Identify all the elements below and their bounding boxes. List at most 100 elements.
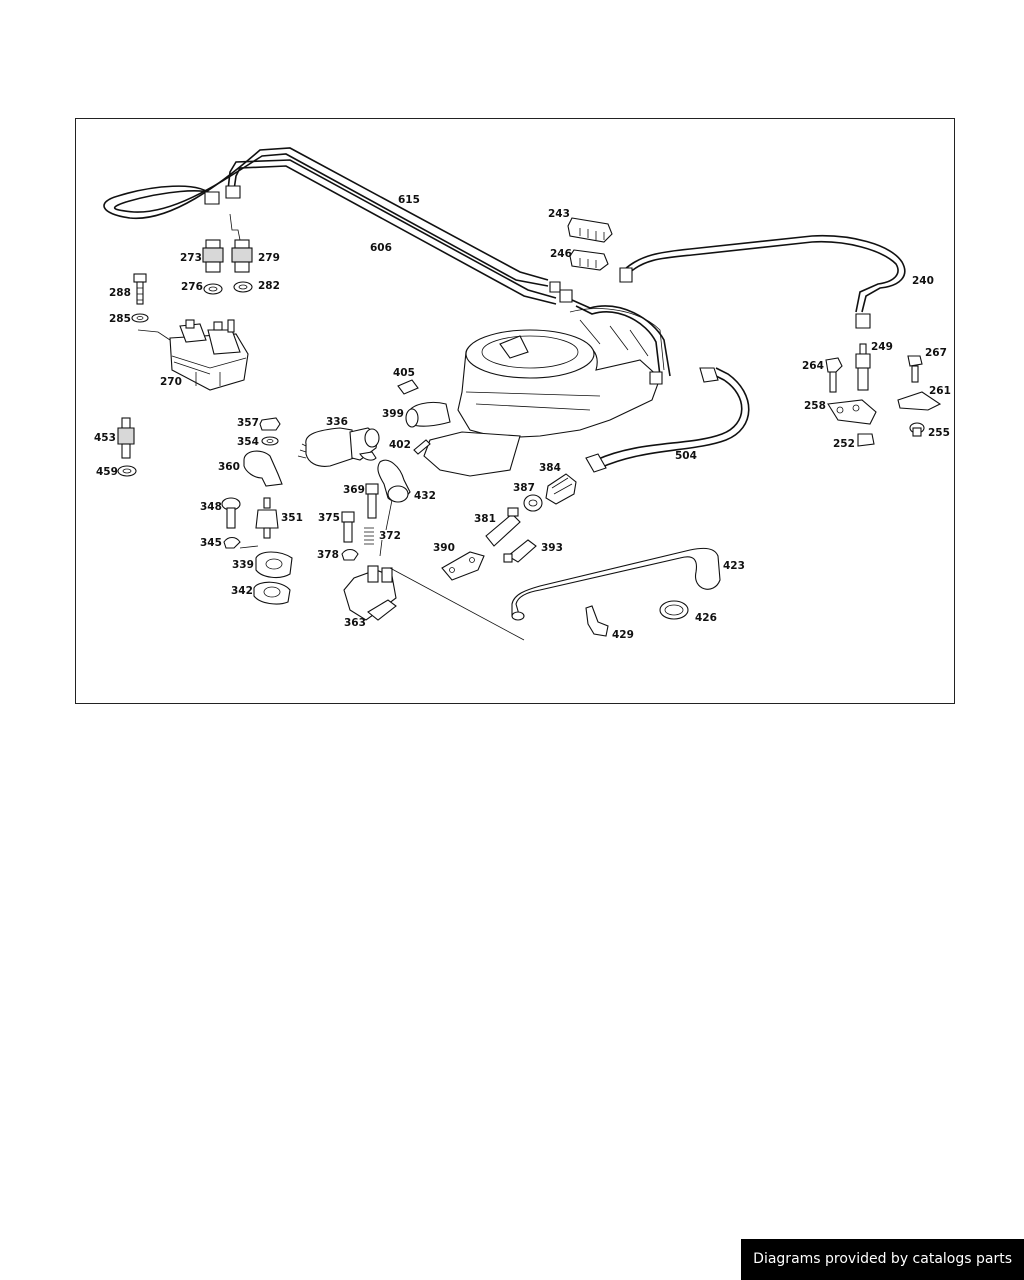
label-342: 342 — [231, 585, 253, 597]
washer-459 — [117, 465, 137, 477]
label-261: 261 — [929, 385, 951, 397]
label-339: 339 — [232, 559, 254, 571]
bolt-375 — [341, 511, 355, 543]
hose-432 — [377, 459, 411, 503]
label-240: 240 — [912, 275, 934, 287]
label-288: 288 — [109, 287, 131, 299]
label-246: 246 — [550, 248, 572, 260]
leader-line — [239, 545, 259, 549]
bolt-348 — [221, 497, 241, 529]
elbow-399 — [405, 401, 451, 428]
label-399: 399 — [382, 408, 404, 420]
label-384: 384 — [539, 462, 561, 474]
label-336: 336 — [326, 416, 348, 428]
injector-381 — [485, 507, 521, 547]
label-615: 615 — [398, 194, 420, 206]
bracket-390 — [441, 551, 485, 581]
regulator-270 — [169, 319, 249, 391]
label-393: 393 — [541, 542, 563, 554]
plate-258 — [827, 399, 877, 425]
label-432: 432 — [414, 490, 436, 502]
label-606: 606 — [370, 242, 392, 254]
label-429: 429 — [612, 629, 634, 641]
washer-354 — [261, 436, 279, 446]
label-264: 264 — [802, 360, 824, 372]
label-360: 360 — [218, 461, 240, 473]
line-nut-left — [204, 185, 241, 205]
valve-393 — [503, 539, 537, 563]
valve-384 — [545, 473, 577, 505]
label-249: 249 — [871, 341, 893, 353]
fuel-line-615 — [103, 147, 557, 305]
label-276: 276 — [181, 281, 203, 293]
label-426: 426 — [695, 612, 717, 624]
label-405: 405 — [393, 367, 415, 379]
washer-285 — [131, 313, 149, 323]
washer-387 — [523, 494, 543, 512]
gasket-342 — [253, 581, 291, 605]
label-348: 348 — [200, 501, 222, 513]
fuel-line-504 — [585, 367, 750, 473]
label-381: 381 — [474, 513, 496, 525]
washer-282 — [233, 281, 253, 293]
washer-276 — [203, 283, 223, 295]
label-504: 504 — [675, 450, 697, 462]
label-351: 351 — [281, 512, 303, 524]
clip-246 — [569, 249, 609, 271]
label-273: 273 — [180, 252, 202, 264]
bolt-267 — [907, 355, 923, 383]
line-nut-mid — [549, 281, 573, 303]
leader-line — [137, 329, 171, 341]
bracket-429 — [585, 605, 609, 637]
pin-402 — [413, 439, 431, 455]
nut-357 — [259, 417, 281, 431]
bracket-261 — [897, 391, 942, 411]
fuel-line-240 — [619, 234, 906, 329]
label-423: 423 — [723, 560, 745, 572]
label-243: 243 — [548, 208, 570, 220]
label-258: 258 — [804, 400, 826, 412]
spring-372 — [364, 527, 374, 545]
clamp-426 — [659, 600, 689, 620]
nut-255 — [909, 422, 925, 437]
label-267: 267 — [925, 347, 947, 359]
leader-line — [389, 567, 525, 641]
label-363: 363 — [344, 617, 366, 629]
bolt-369 — [365, 483, 379, 519]
label-270: 270 — [160, 376, 182, 388]
leader-line — [385, 499, 393, 531]
label-390: 390 — [433, 542, 455, 554]
label-282: 282 — [258, 280, 280, 292]
fitting-279 — [231, 239, 253, 273]
label-378: 378 — [317, 549, 339, 561]
label-354: 354 — [237, 436, 259, 448]
label-252: 252 — [833, 438, 855, 450]
valve-336 — [297, 427, 380, 467]
label-375: 375 — [318, 512, 340, 524]
pin-405 — [397, 379, 419, 395]
mount-351 — [255, 497, 279, 539]
gasket-339 — [255, 551, 293, 579]
clip-378 — [341, 548, 359, 561]
hose-423 — [511, 547, 721, 621]
housing-363 — [343, 565, 397, 621]
label-369: 369 — [343, 484, 365, 496]
clip-345 — [223, 536, 241, 549]
label-372: 372 — [379, 530, 401, 542]
watermark-banner: Diagrams provided by catalogs parts — [741, 1239, 1024, 1280]
label-387: 387 — [513, 482, 535, 494]
stud-249 — [855, 343, 871, 391]
bolt-264 — [825, 357, 843, 393]
part-labels: 615 606 243 246 240 273 279 276 282 288 … — [94, 194, 951, 641]
nut-252 — [857, 433, 875, 447]
label-453: 453 — [94, 432, 116, 444]
mixture-control-unit — [423, 299, 671, 477]
fitting-273 — [202, 239, 224, 273]
label-255: 255 — [928, 427, 950, 439]
clamp-360 — [243, 450, 283, 487]
label-285: 285 — [109, 313, 131, 325]
label-459: 459 — [96, 466, 118, 478]
bolt-288 — [133, 273, 147, 305]
sensor-453 — [117, 417, 135, 459]
